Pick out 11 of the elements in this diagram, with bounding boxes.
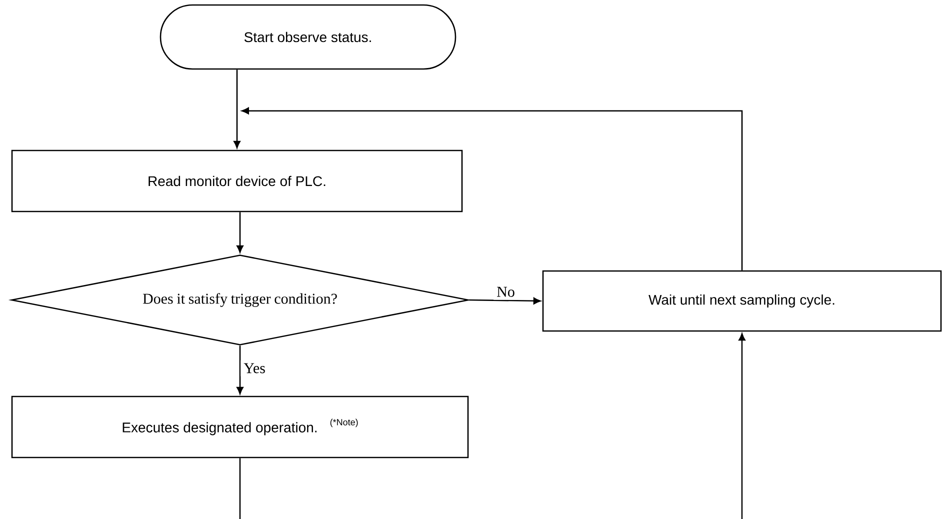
process-box: Wait until next sampling cycle. — [542, 270, 942, 332]
edge-label: Yes — [240, 360, 268, 376]
process-box: Executes designated operation. (*Note) — [11, 396, 469, 458]
edge-label: No — [494, 284, 518, 300]
process-box: Read monitor device of PLC. — [11, 150, 463, 212]
arrow — [469, 297, 541, 304]
arrow — [738, 333, 746, 519]
arrow — [242, 107, 743, 270]
arrow — [236, 212, 244, 253]
arrow — [236, 346, 244, 394]
arrow — [234, 70, 240, 148]
